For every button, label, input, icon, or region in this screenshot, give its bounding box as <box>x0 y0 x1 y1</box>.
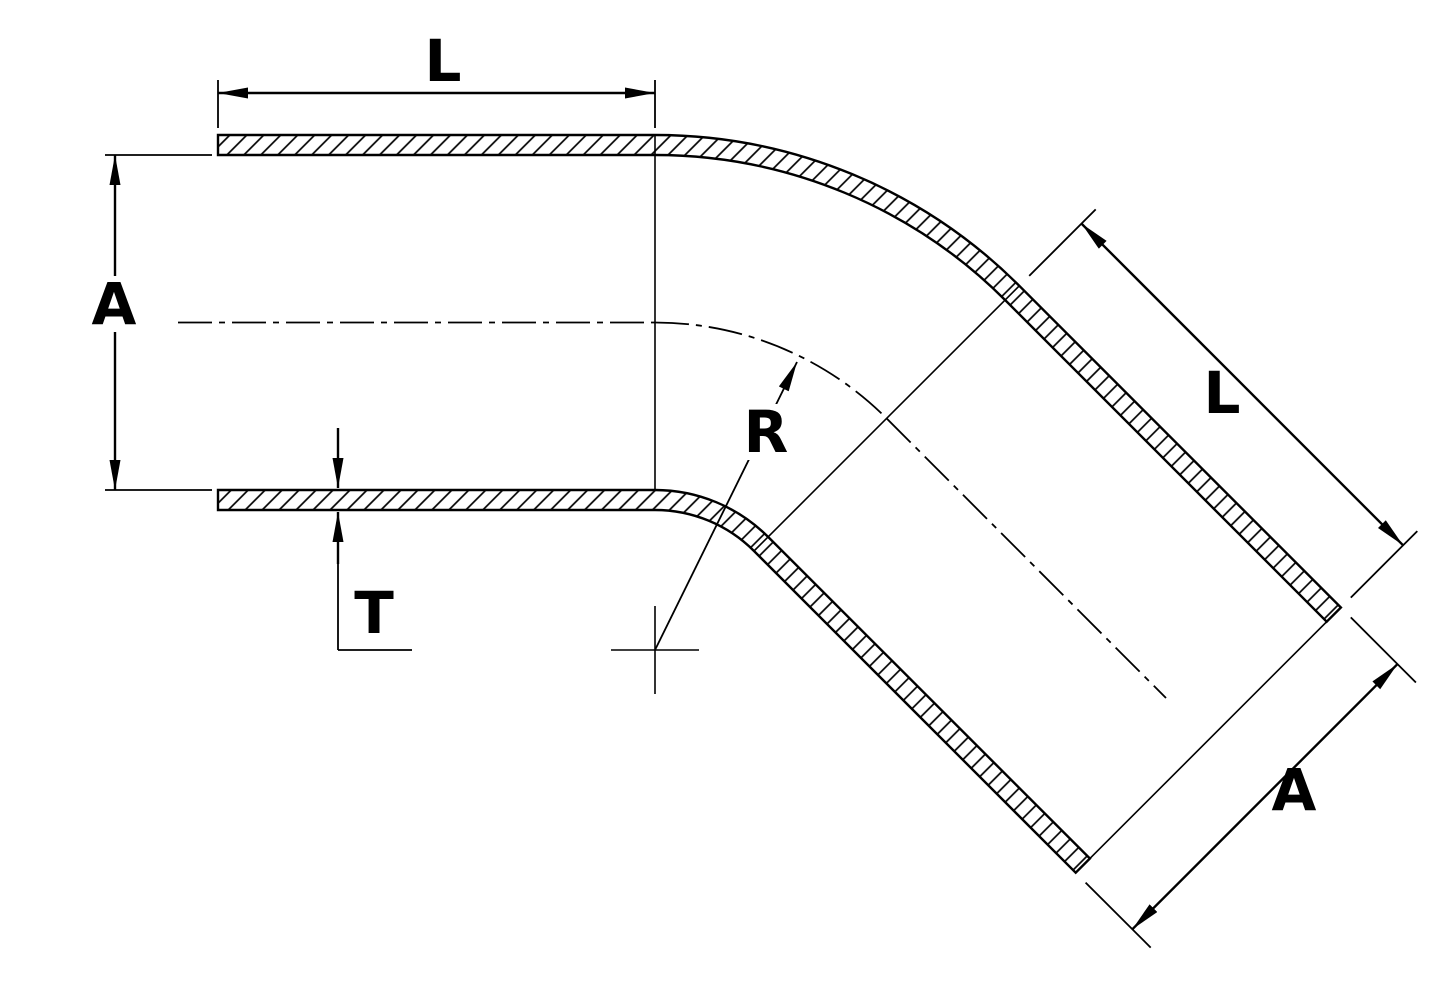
label-background <box>740 404 794 460</box>
extension-line <box>1028 208 1097 277</box>
tube-body <box>216 133 1343 875</box>
centerline-arc <box>654 321 888 420</box>
dimension-label-A-angled: A <box>1272 756 1317 824</box>
extension-line <box>1084 881 1152 949</box>
dimension-label-L-angled: L <box>1204 359 1241 427</box>
tube-end-face-line <box>1075 606 1342 874</box>
extension-line <box>1350 530 1418 599</box>
dimension-line <box>1080 222 1404 547</box>
dimension-label-T: T <box>354 579 394 647</box>
centerline-angled <box>885 417 1167 699</box>
dimension-label-L-top: L <box>425 27 462 95</box>
dimension-label-A-left: A <box>92 270 137 338</box>
dimension-length-top: L <box>217 27 656 128</box>
dimension-diameter-angled: A <box>1084 616 1417 949</box>
tube-lower-wall <box>216 488 1092 875</box>
dimension-wall-thickness: T <box>332 428 412 651</box>
dimension-length-angled: L <box>1028 208 1418 599</box>
dimension-line <box>1131 663 1399 931</box>
dimension-bend-radius: R <box>654 361 798 651</box>
label-background <box>88 276 142 332</box>
dimension-label-R: R <box>744 398 789 466</box>
dimension-diameter-left: A <box>88 154 212 491</box>
extension-line <box>1350 616 1417 684</box>
